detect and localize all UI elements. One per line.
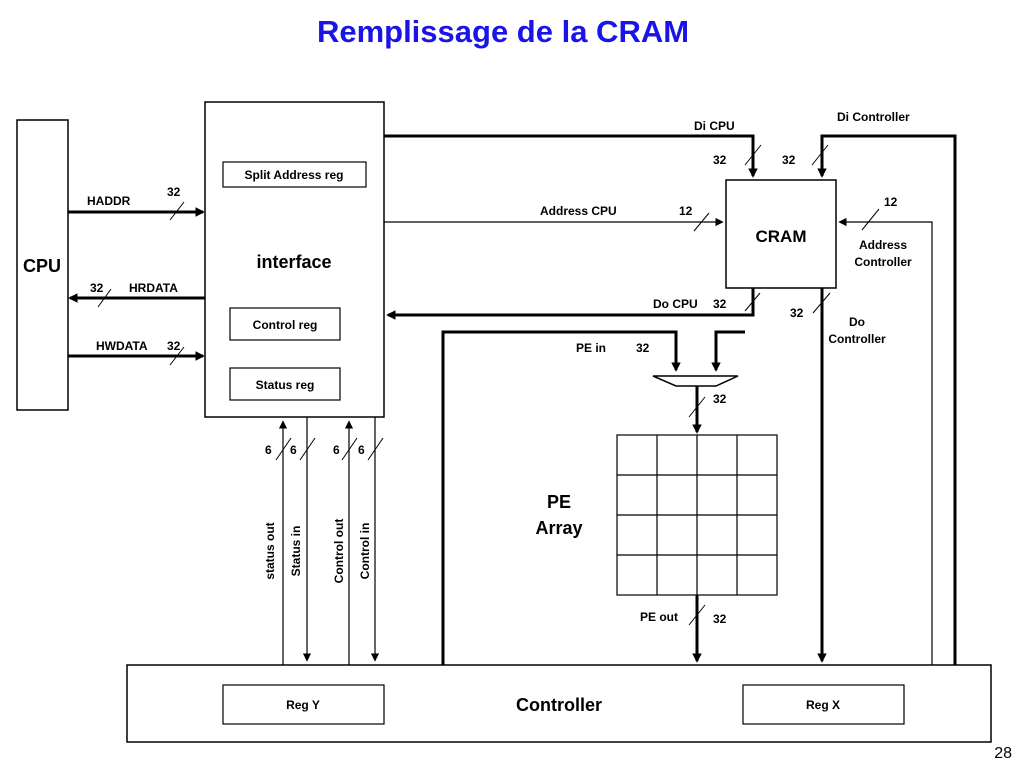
hrdata-width: 32: [90, 281, 104, 295]
pe-array-grid: [616, 434, 778, 596]
pe-array-label-1: PE: [547, 492, 571, 512]
status-out-label: status out: [263, 522, 277, 579]
address-cpu-width-tick: [693, 212, 710, 232]
di-cpu-width: 32: [713, 153, 727, 167]
pe-input-mux: [652, 375, 739, 387]
split-address-reg: [222, 161, 367, 188]
reg-x: [742, 684, 905, 725]
di-controller-bus: [817, 134, 957, 665]
reg-y-label: Reg Y: [286, 698, 320, 712]
address-cpu-label: Address CPU: [540, 204, 617, 218]
do-cpu-width-tick: [744, 292, 761, 312]
hwdata-label: HWDATA: [96, 339, 148, 353]
cpu-label: CPU: [23, 256, 61, 276]
status-reg-label: Status reg: [256, 378, 315, 392]
do-controller-label-2: Controller: [828, 332, 886, 346]
interface-label: interface: [256, 252, 331, 272]
pe-in-label: PE in: [576, 341, 606, 355]
haddr-width: 32: [167, 185, 181, 199]
di-cpu-width-tick: [744, 144, 762, 166]
do-controller-width-tick: [812, 292, 831, 314]
cram-block: [725, 179, 837, 289]
cram-to-mux-bus: [711, 330, 745, 372]
status-in-label: Status in: [289, 526, 303, 577]
di-cpu-bus: [384, 134, 758, 178]
page-number: 28: [994, 745, 1012, 762]
address-controller-bus: [838, 217, 933, 665]
status-reg: [229, 367, 341, 401]
address-controller-label-2: Controller: [854, 255, 912, 269]
interface-block: [204, 101, 385, 418]
control-in-width-tick: [367, 437, 384, 461]
address-cpu-width: 12: [679, 204, 693, 218]
control-reg-label: Control reg: [253, 318, 318, 332]
do-controller-width: 32: [790, 306, 804, 320]
mux-out-width: 32: [713, 392, 727, 406]
pe-array-label-2: Array: [535, 518, 582, 538]
pe-in-width: 32: [636, 341, 650, 355]
control-out-width: 6: [333, 443, 340, 457]
split-address-reg-label: Split Address reg: [245, 168, 344, 182]
pe-in-bus: [441, 330, 681, 665]
control-in-label: Control in: [358, 523, 372, 580]
do-cpu-bus: [386, 288, 755, 320]
do-cpu-width: 32: [713, 297, 727, 311]
status-in-width: 6: [290, 443, 297, 457]
address-controller-width: 12: [884, 195, 898, 209]
slide-title: Remplissage de la CRAM: [317, 14, 689, 49]
address-controller-label-1: Address: [859, 238, 907, 252]
status-out-width: 6: [265, 443, 272, 457]
di-controller-width: 32: [782, 153, 796, 167]
haddr-label: HADDR: [87, 194, 131, 208]
cpu-block: [16, 119, 69, 411]
hrdata-label: HRDATA: [129, 281, 178, 295]
control-out-width-tick: [341, 437, 358, 461]
hwdata-width-tick: [169, 346, 185, 366]
cram-label: CRAM: [756, 227, 807, 246]
pe-out-width-tick: [688, 604, 706, 626]
status-in-width-tick: [299, 437, 316, 461]
pe-out-label: PE out: [640, 610, 678, 624]
hwdata-width: 32: [167, 339, 181, 353]
di-controller-width-tick: [811, 144, 829, 166]
haddr-width-tick: [169, 201, 185, 221]
control-out-label: Control out: [332, 519, 346, 584]
do-controller-label-1: Do: [849, 315, 865, 329]
control-in-width: 6: [358, 443, 365, 457]
reg-x-label: Reg X: [806, 698, 840, 712]
reg-y: [222, 684, 385, 725]
address-controller-width-tick: [861, 208, 880, 231]
di-cpu-label: Di CPU: [694, 119, 735, 133]
hrdata-width-tick: [97, 288, 112, 308]
do-cpu-label: Do CPU: [653, 297, 698, 311]
control-reg: [229, 307, 341, 341]
status-out-width-tick: [275, 437, 292, 461]
di-controller-label: Di Controller: [837, 110, 910, 124]
pe-out-width: 32: [713, 612, 727, 626]
mux-out-width-tick: [688, 396, 706, 418]
controller-label: Controller: [516, 695, 602, 715]
